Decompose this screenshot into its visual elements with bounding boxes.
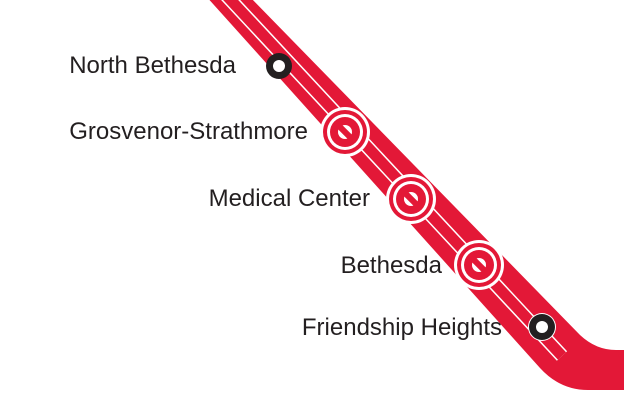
station-marker-friendship-heights[interactable]: [528, 313, 556, 341]
station-label-bethesda[interactable]: Bethesda: [340, 252, 442, 279]
station-marker-medical-center[interactable]: [386, 174, 436, 224]
station-label-friendship-heights[interactable]: Friendship Heights: [301, 314, 502, 341]
station-label-grosvenor-strathmore[interactable]: Grosvenor-Strathmore: [69, 118, 308, 145]
station-label-north-bethesda[interactable]: North Bethesda: [69, 52, 236, 79]
station-marker-north-bethesda[interactable]: [266, 53, 292, 79]
station-label-medical-center[interactable]: Medical Center: [208, 185, 370, 212]
station-marker-grosvenor-strathmore[interactable]: [320, 107, 370, 157]
station-marker-bethesda[interactable]: [454, 240, 504, 290]
